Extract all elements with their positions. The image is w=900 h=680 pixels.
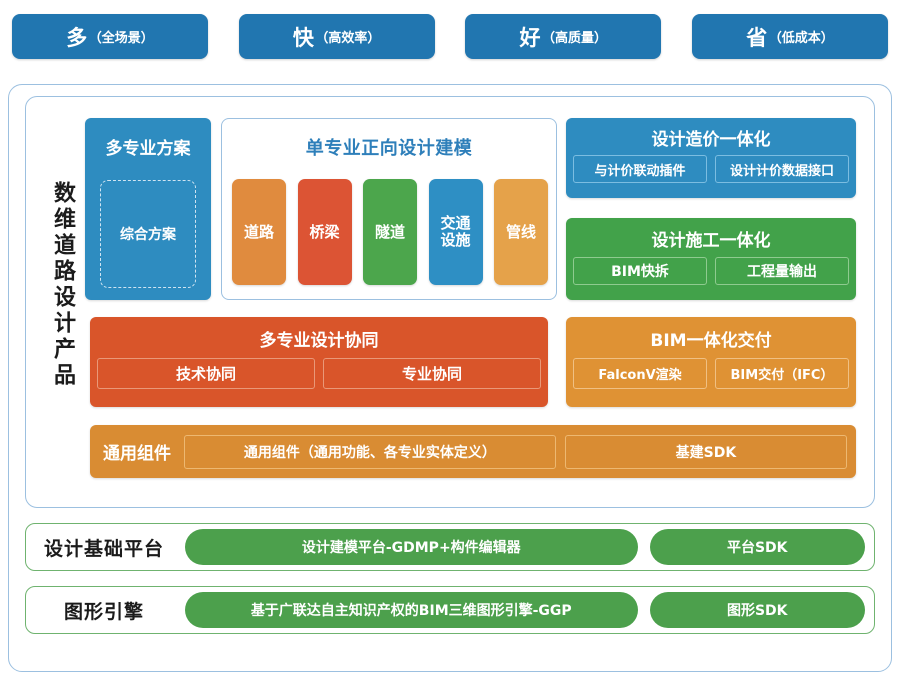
construction-integration-title: 设计施工一体化	[651, 231, 771, 251]
slogan-pill-2[interactable]: 快 （高效率）	[238, 14, 435, 59]
graphics-engine-main[interactable]: 基于广联达自主知识产权的BIM三维图形引擎-GGP	[185, 592, 638, 628]
construction-integration-block[interactable]: 设计施工一体化 BIM快拆 工程量输出	[566, 218, 856, 300]
common-components-item-infrastructure-sdk[interactable]: 基建SDK	[564, 434, 847, 469]
bim-delivery-title: BIM一体化交付	[650, 331, 772, 351]
graphics-engine-row: 图形引擎 基于广联达自主知识产权的BIM三维图形引擎-GGP 图形SDK	[25, 586, 875, 634]
cost-integration-block[interactable]: 设计造价一体化 与计价联动插件 设计计价数据接口	[566, 118, 856, 198]
discipline-pill-bridge[interactable]: 桥梁	[297, 179, 352, 285]
multi-scheme-block[interactable]: 多专业方案 综合方案	[85, 118, 211, 300]
cost-integration-items: 与计价联动插件 设计计价数据接口	[566, 155, 856, 190]
bim-delivery-item-falconv[interactable]: FalconV渲染	[573, 358, 707, 389]
cost-item-data-interface[interactable]: 设计计价数据接口	[715, 155, 849, 183]
cost-item-plugin[interactable]: 与计价联动插件	[573, 155, 707, 183]
slogan-row: 多 （全场景） 快 （高效率） 好 （高质量） 省 （低成本）	[0, 14, 900, 62]
single-discipline-card: 单专业正向设计建模 道路 桥梁 隧道 交通设施 管线	[221, 118, 557, 300]
slogan-pill-3[interactable]: 好 （高质量）	[465, 14, 662, 59]
slogan-note: （低成本）	[768, 31, 834, 46]
bim-delivery-block[interactable]: BIM一体化交付 FalconV渲染 BIM交付（IFC）	[566, 317, 856, 407]
common-components-item-definition[interactable]: 通用组件（通用功能、各专业实体定义）	[184, 434, 556, 469]
single-discipline-title: 单专业正向设计建模	[305, 138, 473, 159]
graphics-engine-sdk[interactable]: 图形SDK	[649, 592, 865, 628]
cost-integration-title: 设计造价一体化	[651, 130, 771, 150]
collaboration-title: 多专业设计协同	[259, 331, 379, 351]
discipline-pill-road[interactable]: 道路	[232, 179, 286, 285]
multi-scheme-title: 多专业方案	[105, 139, 191, 159]
slogan-note: （高质量）	[542, 31, 608, 46]
slogan-keyword: 多	[66, 25, 88, 50]
construction-integration-items: BIM快拆 工程量输出	[566, 257, 856, 292]
slogan-note: （全场景）	[88, 31, 154, 46]
collaboration-item-technical[interactable]: 技术协同	[97, 358, 315, 389]
common-components-band[interactable]: 通用组件 通用组件（通用功能、各专业实体定义） 基建SDK	[90, 425, 856, 478]
construction-item-quantity-output[interactable]: 工程量输出	[715, 257, 849, 285]
common-components-label: 通用组件	[103, 444, 171, 464]
slogan-keyword: 好	[519, 25, 542, 50]
design-base-platform-main[interactable]: 设计建模平台-GDMP+构件编辑器	[185, 529, 638, 565]
graphics-engine-label: 图形引擎	[63, 600, 144, 623]
design-base-platform-sdk[interactable]: 平台SDK	[649, 529, 865, 565]
slogan-pill-1[interactable]: 多 （全场景）	[12, 14, 208, 59]
design-base-platform-label: 设计基础平台	[43, 537, 164, 560]
collaboration-block[interactable]: 多专业设计协同 技术协同 专业协同	[90, 317, 548, 407]
discipline-pill-tunnel[interactable]: 隧道	[363, 179, 417, 285]
slogan-keyword: 快	[292, 25, 315, 50]
collaboration-item-professional[interactable]: 专业协同	[323, 358, 541, 389]
product-vertical-title: 数维道路设计产品	[50, 181, 75, 389]
collaboration-items: 技术协同 专业协同	[90, 358, 548, 396]
bim-delivery-items: FalconV渲染 BIM交付（IFC）	[566, 358, 856, 396]
discipline-pill-row: 道路 桥梁 隧道 交通设施 管线	[232, 179, 548, 285]
discipline-pill-traffic-facility[interactable]: 交通设施	[428, 179, 483, 285]
construction-item-bim-quick-split[interactable]: BIM快拆	[573, 257, 707, 285]
design-base-platform-row: 设计基础平台 设计建模平台-GDMP+构件编辑器 平台SDK	[25, 523, 875, 571]
slogan-keyword: 省	[746, 25, 768, 50]
slogan-pill-4[interactable]: 省 （低成本）	[691, 14, 888, 59]
slogan-note: （高效率）	[315, 31, 381, 46]
bim-delivery-item-ifc[interactable]: BIM交付（IFC）	[715, 358, 849, 389]
discipline-pill-pipeline[interactable]: 管线	[494, 179, 548, 285]
comprehensive-scheme-box[interactable]: 综合方案	[100, 180, 196, 288]
